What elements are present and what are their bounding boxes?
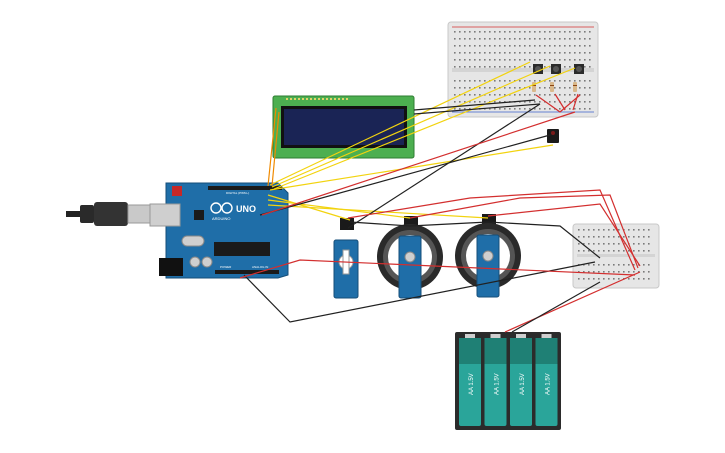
ir-sensor[interactable] xyxy=(547,129,559,143)
push-button-2[interactable] xyxy=(551,64,561,74)
arduino-uno[interactable]: UNO ARDUINO DIGITAL (PWM~) ANALOG IN POW… xyxy=(66,182,289,279)
analog-header-label: ANALOG IN xyxy=(252,265,268,269)
battery-cell-label: AA 1.5V xyxy=(520,373,526,395)
aa-battery-cell: AA 1.5V xyxy=(459,334,481,426)
infinity-logo xyxy=(210,202,233,214)
lcd-display[interactable] xyxy=(272,95,415,159)
digital-header-label: DIGITAL (PWM~) xyxy=(226,191,249,195)
usb-cable xyxy=(66,202,153,226)
resistor-2[interactable] xyxy=(550,82,554,92)
battery-cell-label: AA 1.5V xyxy=(495,373,501,395)
arduino-model-label: UNO xyxy=(236,204,256,214)
wires xyxy=(239,61,641,333)
breadboard-top[interactable] xyxy=(447,21,599,118)
battery-cell-label: AA 1.5V xyxy=(469,373,475,395)
breadboard-mini[interactable] xyxy=(572,223,660,289)
micro-servo[interactable] xyxy=(333,218,359,299)
push-button-3[interactable] xyxy=(574,64,584,74)
power-header-label: POWER xyxy=(220,265,232,269)
arduino-brand-label: ARDUINO xyxy=(212,216,230,221)
wheel-servo-right[interactable] xyxy=(455,214,521,298)
wheel-servo-left[interactable] xyxy=(377,216,443,299)
aa-battery-cell: AA 1.5V xyxy=(535,334,558,426)
resistor-3[interactable] xyxy=(573,82,577,92)
aa-battery-cell: AA 1.5V xyxy=(510,334,532,426)
lcd-screen xyxy=(284,109,404,145)
battery-cell-label: AA 1.5V xyxy=(546,373,552,395)
aa-battery-cell: AA 1.5V xyxy=(484,334,507,426)
battery-pack[interactable]: AA 1.5V AA 1.5V AA 1.5V AA 1.5V xyxy=(455,332,561,430)
